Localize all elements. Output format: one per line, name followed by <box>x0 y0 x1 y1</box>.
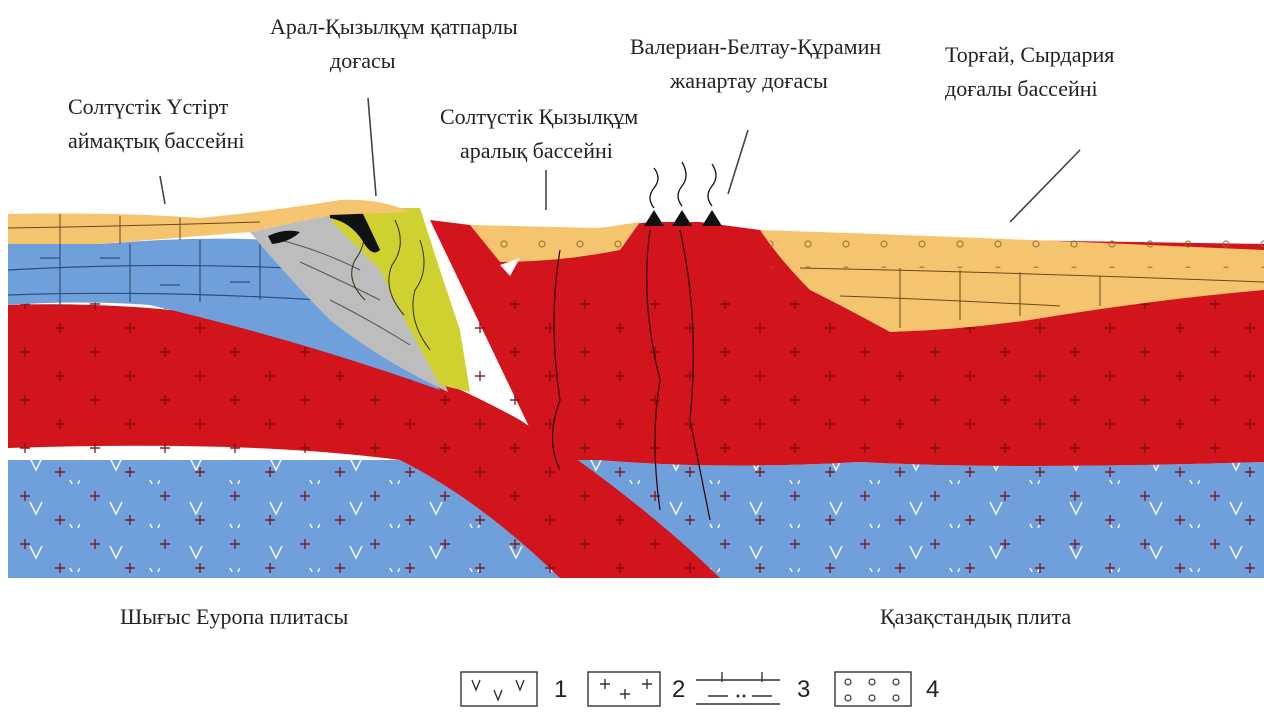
legend-num-4: 4 <box>926 676 939 704</box>
legend-num-2: 2 <box>672 676 685 704</box>
label-east-europe-plate: Шығыс Еуропа плитасы <box>120 600 348 634</box>
label-kazakh-plate: Қазақстандық плита <box>880 600 1071 634</box>
legend <box>461 672 911 706</box>
legend-num-1: 1 <box>554 676 567 704</box>
volcano-icons <box>644 210 722 226</box>
legend-num-3: 3 <box>797 676 810 704</box>
